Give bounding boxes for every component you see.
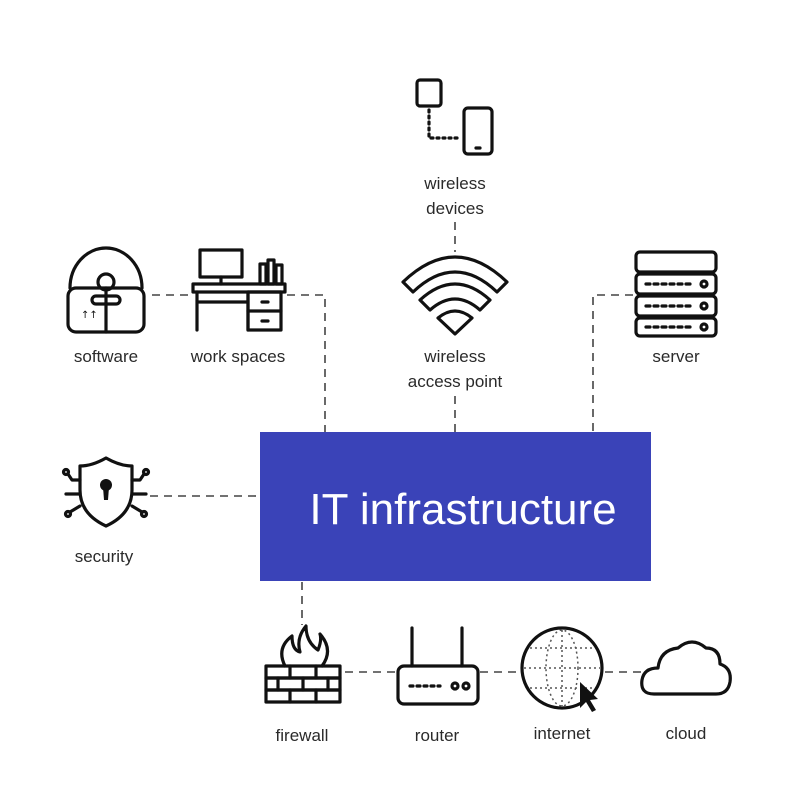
label-internet: internet	[534, 724, 591, 743]
center-title: IT infrastructure	[309, 485, 616, 534]
label-wireless-devices-2: devices	[426, 199, 484, 218]
it-infrastructure-box: IT infrastructure	[260, 432, 651, 581]
label-software: software	[74, 347, 138, 366]
workspace-desk-icon	[191, 248, 287, 332]
server-icon	[634, 250, 718, 338]
security-shield-icon	[61, 456, 151, 528]
firewall-icon	[264, 624, 342, 704]
label-cloud: cloud	[666, 724, 707, 743]
router-icon	[396, 626, 480, 706]
label-security: security	[75, 547, 134, 566]
internet-globe-icon	[520, 626, 604, 712]
label-server: server	[652, 347, 700, 366]
wifi-icon	[401, 255, 509, 336]
svg-text:↑↑: ↑↑	[81, 310, 98, 321]
label-wireless-devices-1: wireless	[423, 174, 485, 193]
cloud-icon	[640, 640, 732, 696]
label-work-spaces: work spaces	[190, 347, 285, 366]
label-wap-2: access point	[408, 372, 503, 391]
label-wap-1: wireless	[423, 347, 485, 366]
label-firewall: firewall	[276, 726, 329, 745]
label-router: router	[415, 726, 460, 745]
software-icon: ↑↑	[66, 246, 146, 334]
connectors	[150, 222, 642, 673]
wireless-devices-icon	[415, 78, 494, 156]
